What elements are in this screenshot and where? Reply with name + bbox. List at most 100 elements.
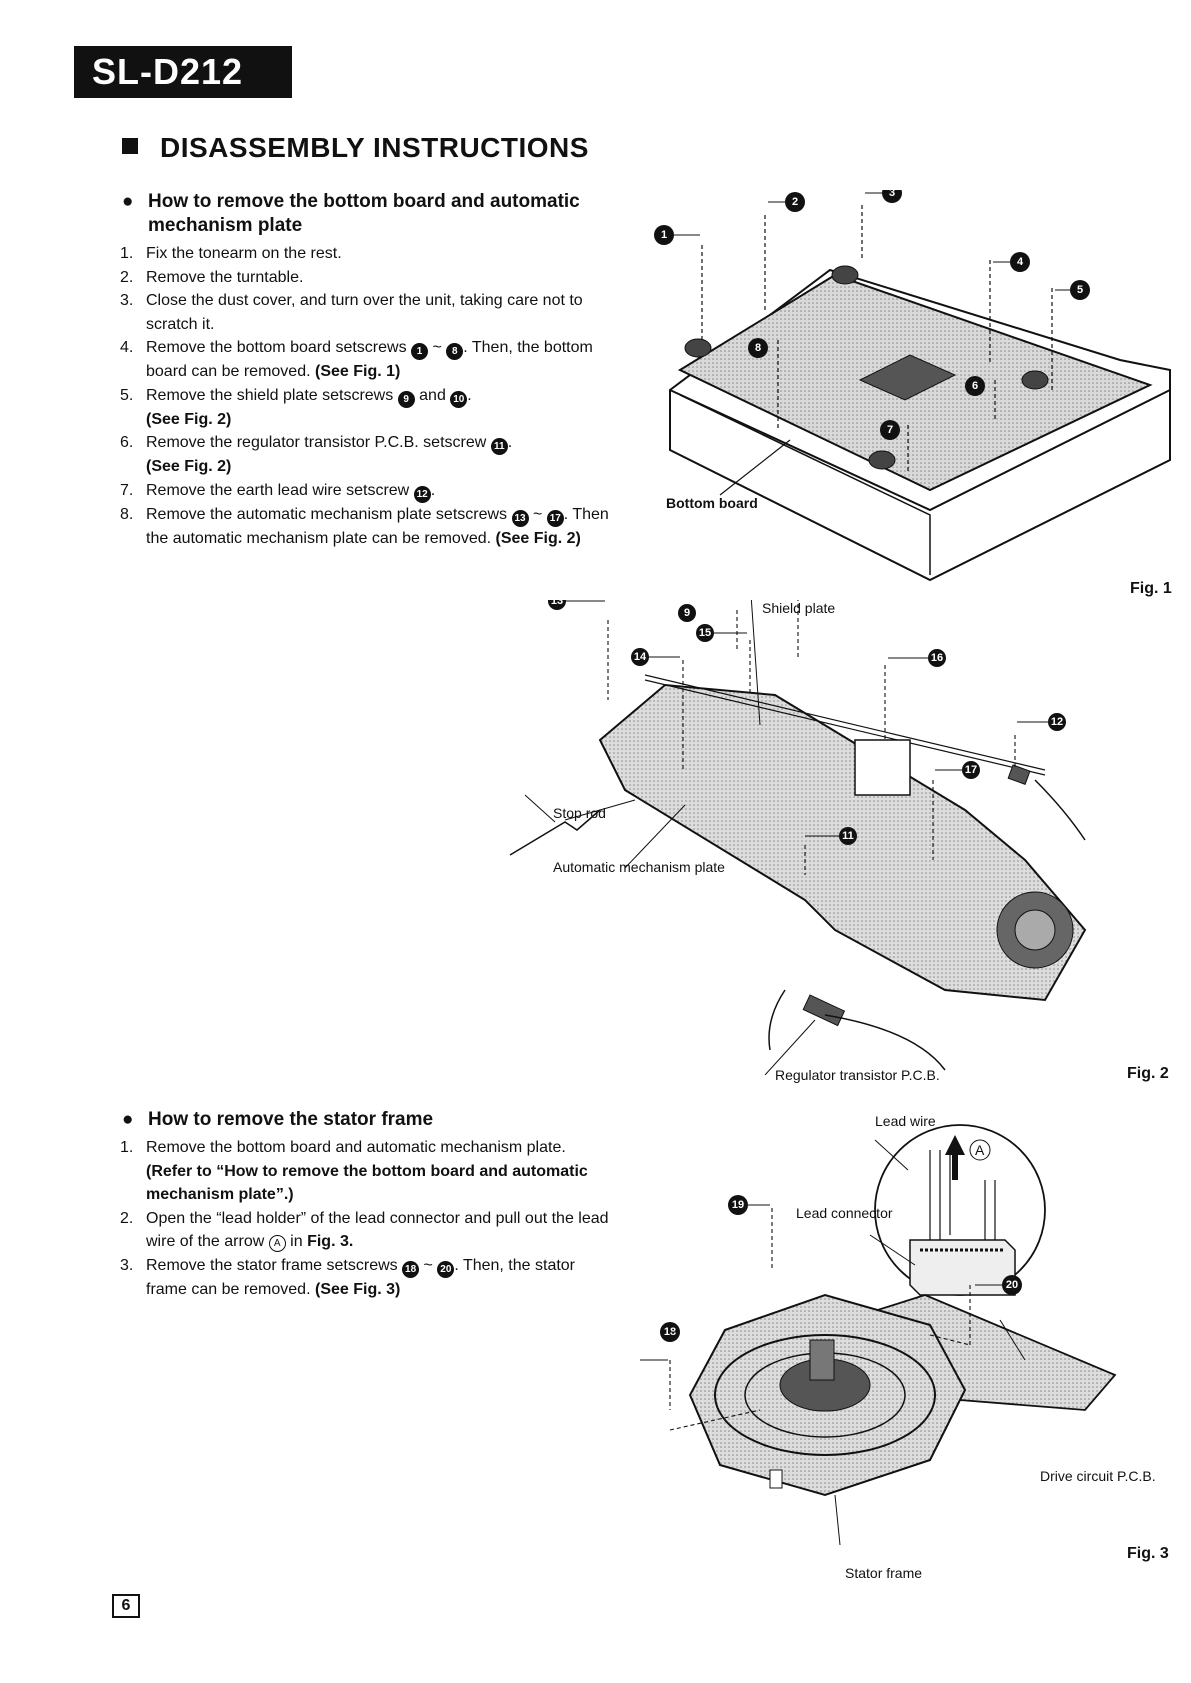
- page-number: 6: [112, 1594, 140, 1618]
- step-text: . Then, the stator frame can be removed.: [146, 1256, 576, 1298]
- step-item: 3.Close the dust cover, and turn over th…: [120, 289, 610, 336]
- step-text: . Then, the bottom board can be removed.: [146, 339, 593, 380]
- leader-bottom-board: [719, 439, 791, 496]
- figure-reference: (See Fig. 2): [146, 410, 232, 428]
- range-sep: and: [419, 386, 446, 404]
- step-number: 3.: [120, 1256, 134, 1274]
- step-number: 1.: [120, 1139, 134, 1156]
- step-item: 8.Remove the automatic mechanism plate s…: [120, 503, 610, 551]
- svg-text:5: 5: [1077, 284, 1083, 296]
- step-text: .: [467, 386, 472, 404]
- figure-1: Bottom board 1 2 3 4 5 6 7 8: [640, 190, 1185, 590]
- label-stator-frame: Stator frame: [845, 1565, 923, 1581]
- svg-text:8: 8: [755, 342, 761, 354]
- screw-number-badge: 11: [490, 438, 508, 455]
- step-text: . Then the automatic mechanism plate can…: [146, 505, 609, 547]
- svg-text:2: 2: [792, 196, 798, 208]
- callout-14: 14: [631, 648, 680, 666]
- callout-20: 20: [975, 1275, 1022, 1295]
- range-sep: ~: [532, 505, 543, 523]
- callout-9: 9: [678, 604, 696, 622]
- step-number: 3.: [120, 292, 134, 309]
- screw-number-badge: 8: [446, 343, 464, 360]
- rail: [644, 679, 1046, 776]
- callout-19: 19: [728, 1195, 770, 1215]
- range-sep: ~: [423, 1256, 433, 1274]
- step-item: 7.Remove the earth lead wire setscrew 12…: [120, 479, 610, 503]
- step-number: 7.: [120, 481, 134, 499]
- callout-8: 8: [748, 338, 768, 358]
- callout-5: 5: [1055, 280, 1090, 300]
- figure-reference: (See Fig. 1): [315, 363, 401, 380]
- arrow-a-icon: [945, 1135, 965, 1180]
- bullet-icon: ●: [122, 1109, 134, 1130]
- callout-2: 2: [768, 192, 805, 212]
- figure-reference: (Refer to “How to remove the bottom boar…: [146, 1162, 588, 1204]
- svg-text:11: 11: [842, 830, 854, 842]
- section-title-text: DISASSEMBLY INSTRUCTIONS: [160, 132, 589, 163]
- arrow-a-badge: A: [268, 1235, 286, 1252]
- unit-edge-inner: [679, 394, 931, 575]
- screw-number-badge: 10: [450, 390, 468, 408]
- callout-18: 18: [640, 1359, 668, 1361]
- callout-15: 15: [696, 624, 747, 642]
- regulator-pcb: [802, 994, 846, 1027]
- foot: [1021, 370, 1049, 390]
- callout-7: 7: [880, 420, 900, 440]
- callout-11: 11: [805, 827, 857, 845]
- step-text: Remove the bottom board setscrews: [146, 339, 407, 356]
- step-text: Remove the bottom board and automatic me…: [146, 1139, 566, 1156]
- figure-3-drawing: A 18 18 19 20: [640, 1124, 1117, 1546]
- screw-number-badge: 17: [546, 509, 564, 527]
- procedure-bottom-board: ● How to remove the bottom board and aut…: [120, 190, 610, 550]
- step-number: 5.: [120, 386, 134, 404]
- figure-2-drawing: Stop rod Automatic mechanism plate 9 10 …: [509, 600, 1087, 1075]
- svg-text:13: 13: [551, 600, 563, 607]
- step-text: Remove the shield plate setscrews: [146, 386, 394, 404]
- step-text: .: [430, 481, 436, 499]
- screw-callouts: 9 10 11 12 13 14 15 16 17: [548, 600, 1066, 845]
- step-number: 2.: [120, 1209, 134, 1227]
- svg-text:12: 12: [1051, 716, 1063, 728]
- leader-shield-plate: [750, 600, 761, 726]
- foot: [868, 450, 896, 470]
- svg-text:9: 9: [684, 607, 690, 619]
- svg-text:20: 20: [1006, 1279, 1018, 1291]
- figure-2: Stop rod Automatic mechanism plate 9 10 …: [505, 600, 1185, 1075]
- step-text: Remove the regulator transistor P.C.B. s…: [146, 434, 487, 451]
- foot: [831, 265, 859, 285]
- label-lead-wire: Lead wire: [875, 1113, 936, 1129]
- svg-text:19: 19: [732, 1199, 744, 1211]
- procedure-title-text: How to remove the bottom board and autom…: [148, 191, 580, 236]
- callout-6: 6: [965, 376, 985, 396]
- screw-number-badge: 13: [511, 509, 529, 527]
- earth-lead-terminal: [1007, 764, 1031, 785]
- screw-number-badge: 12: [413, 485, 431, 503]
- label-lead-connector: Lead connector: [796, 1205, 893, 1221]
- figure-1-caption: Fig. 1: [1130, 580, 1172, 597]
- step-item: 5.Remove the shield plate setscrews 9 an…: [120, 384, 610, 432]
- unit-edge: [669, 389, 1171, 512]
- step-text: Remove the turntable.: [146, 268, 304, 286]
- callout-16: 16: [888, 649, 946, 667]
- step-text: in: [290, 1233, 303, 1250]
- label-regulator-pcb: Regulator transistor P.C.B.: [775, 1067, 940, 1083]
- label-stop-rod: Stop rod: [553, 805, 606, 821]
- foot: [684, 338, 712, 358]
- figure-reference: (See Fig. 2): [146, 458, 232, 475]
- figure-reference: Fig. 3.: [307, 1233, 354, 1250]
- label-bottom-board: Bottom board: [666, 495, 758, 511]
- rail: [644, 674, 1046, 771]
- center-block: [858, 354, 957, 401]
- svg-text:14: 14: [634, 651, 647, 663]
- step-text: Fix the tonearm on the rest.: [146, 245, 342, 262]
- step-text: Remove the stator frame setscrews: [146, 1256, 398, 1274]
- figure-2-caption: Fig. 2: [1127, 1065, 1169, 1082]
- figure-3-caption: Fig. 3: [1127, 1545, 1169, 1562]
- step-text: Remove the automatic mechanism plate set…: [146, 505, 508, 523]
- callout-17: 17: [935, 761, 980, 779]
- step-number: 1.: [120, 245, 134, 262]
- step-number: 4.: [120, 339, 134, 356]
- label-drive-circuit-pcb: Drive circuit P.C.B.: [1040, 1468, 1156, 1484]
- procedure-title: ● How to remove the bottom board and aut…: [120, 190, 610, 238]
